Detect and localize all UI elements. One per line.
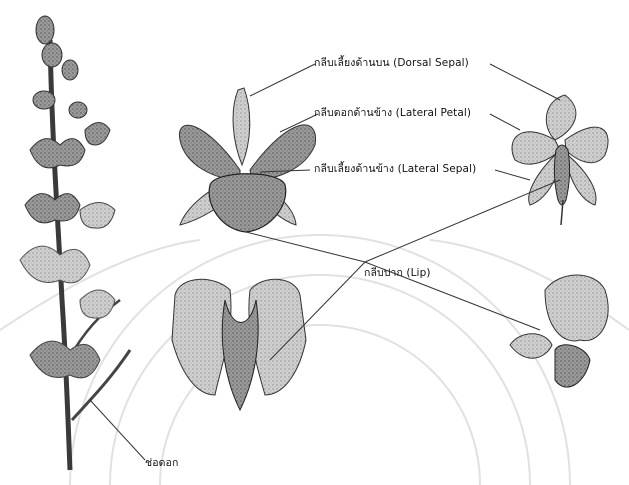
label-dorsal-sepal: กลีบเลี้ยงด้านบน (Dorsal Sepal)	[314, 54, 469, 71]
cattleya-flower	[179, 88, 315, 232]
label-lateral-petal: กลีบดอกด้านข้าง (Lateral Petal)	[314, 104, 471, 121]
phalaenopsis-flower	[512, 95, 608, 225]
label-inflorescence: ช่อดอก	[145, 454, 178, 471]
inflorescence-buds	[33, 16, 87, 118]
label-lateral-sepal: กลีบเลี้ยงด้านข้าง (Lateral Sepal)	[314, 160, 476, 177]
phalaenopsis-lip	[510, 275, 608, 387]
leader-lines	[90, 64, 560, 460]
inflorescence-flowers	[20, 123, 115, 378]
label-lip: กลีบปาก (Lip)	[364, 264, 431, 281]
